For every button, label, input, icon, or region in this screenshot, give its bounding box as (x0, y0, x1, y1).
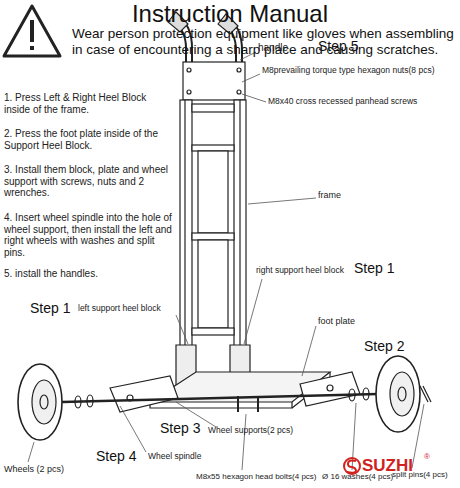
step-label: Step 5 (318, 38, 358, 54)
part-name: right support heel block (256, 266, 344, 276)
warning-triangle (4, 6, 60, 56)
wheel (376, 356, 420, 432)
warning-mark (30, 20, 34, 42)
warning-dot (30, 46, 34, 50)
handle-bracket (183, 62, 245, 100)
brand-mark: ® (424, 452, 430, 461)
wheel (18, 364, 62, 440)
step-label: Step 3 (160, 420, 200, 436)
part-name: Wheel spindle (148, 452, 201, 462)
part-name: handle (258, 42, 288, 54)
part-name: M8prevailing torque type hexagon nuts(8 … (262, 66, 434, 76)
left-rail (180, 100, 192, 385)
logo-mark (344, 458, 360, 474)
wheel-spindle (62, 394, 378, 402)
washer (75, 396, 81, 408)
step-instruction: 2. Press the foot plate inside of the Su… (4, 128, 174, 151)
step-label: Step 2 (364, 338, 404, 354)
step-label: Step 1 (354, 260, 394, 276)
part-name: frame (318, 190, 341, 200)
part-name: Wheel supports(2 pcs) (208, 426, 293, 436)
step-instruction: 3. Install them block, plate and wheel s… (4, 164, 174, 199)
part-name: left support heel block (78, 304, 161, 314)
step-instruction: 5. install the handles. (4, 268, 174, 280)
step-label: Step 4 (96, 448, 136, 464)
part-name: foot plate (318, 316, 355, 326)
wheel-support (300, 372, 360, 406)
leader-lines (28, 52, 424, 470)
title: Instruction Manual (0, 0, 460, 28)
part-name: M8x55 hexagon head bolts(4 pcs) (196, 472, 317, 481)
part-name: Wheels (2 pcs) (4, 464, 64, 474)
step-instruction: 4. Insert wheel spindle into the hole of… (4, 212, 174, 258)
step-label: Step 1 (30, 300, 70, 316)
part-name: M8x40 cross recessed panhead screws (268, 97, 417, 107)
brand-logo: SUZHI (362, 456, 413, 476)
step-instruction: 1. Press Left & Right Heel Block inside … (4, 92, 174, 115)
